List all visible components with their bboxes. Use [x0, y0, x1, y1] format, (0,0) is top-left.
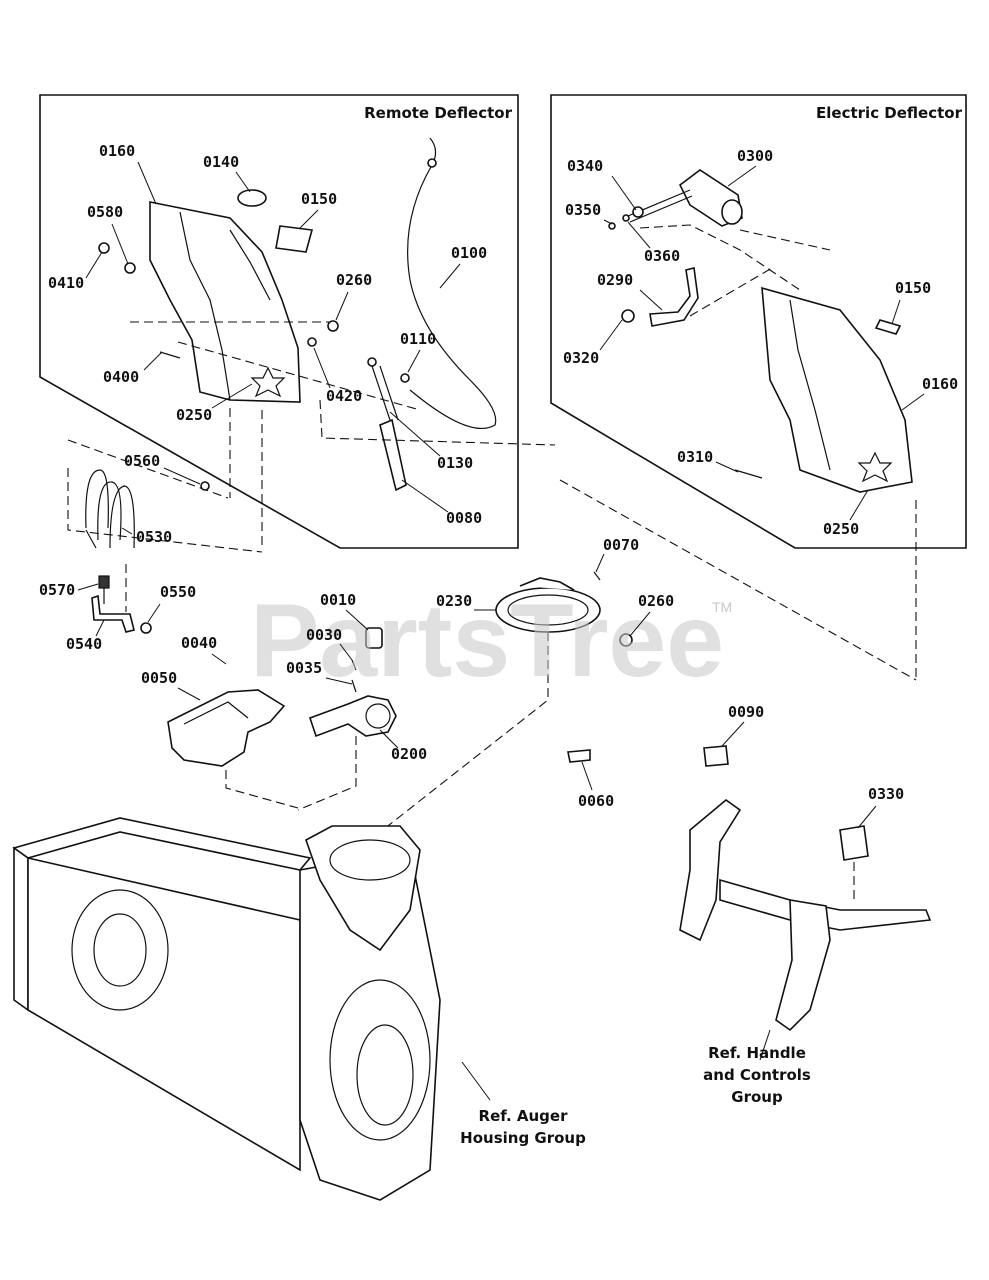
ref-handle-line2: and Controls: [703, 1066, 811, 1084]
label-0090[interactable]: 0090: [728, 703, 764, 721]
label-0320[interactable]: 0320: [563, 349, 599, 367]
label-0140[interactable]: 0140: [203, 153, 239, 171]
label-0560[interactable]: 0560: [124, 452, 160, 470]
auger-housing: [12, 817, 491, 1201]
spring-0530[interactable]: [85, 469, 135, 549]
ref-handle-line1: Ref. Handle: [708, 1044, 806, 1062]
bolt-0110[interactable]: [400, 373, 410, 383]
label-0550[interactable]: 0550: [160, 583, 196, 601]
nut-0320[interactable]: [621, 309, 635, 323]
label-0040[interactable]: 0040: [181, 634, 217, 652]
screw-0035[interactable]: [351, 679, 357, 693]
handle-0080[interactable]: [379, 418, 407, 492]
label-0260-remote[interactable]: 0260: [336, 271, 372, 289]
bolt-0570[interactable]: [98, 575, 110, 589]
chute-deflector-electric[interactable]: [761, 286, 913, 493]
bushing-0110[interactable]: [367, 357, 377, 367]
screw-0350[interactable]: [608, 222, 616, 230]
nut-0560[interactable]: [200, 481, 210, 491]
clip-0060[interactable]: [567, 749, 591, 763]
screw-0030[interactable]: [351, 659, 357, 671]
label-0420[interactable]: 0420: [326, 387, 362, 405]
label-0160-remote[interactable]: 0160: [99, 142, 135, 160]
part-labels: 0160 0140 0150 0580 0100 0410 0260 0110 …: [39, 142, 958, 810]
label-0150-remote[interactable]: 0150: [301, 190, 337, 208]
label-plate-0150b[interactable]: [874, 319, 902, 335]
bracket-0540[interactable]: [91, 594, 135, 633]
leader-lines: [77, 161, 925, 829]
label-0080[interactable]: 0080: [446, 509, 482, 527]
label-0530[interactable]: 0530: [136, 528, 172, 546]
remote-deflector-title: Remote Deflector: [364, 104, 513, 122]
clip-0140[interactable]: [237, 189, 267, 207]
label-0200[interactable]: 0200: [391, 745, 427, 763]
nut-0260-remote[interactable]: [327, 320, 339, 332]
watermark-tm: TM: [712, 599, 732, 615]
label-0410[interactable]: 0410: [48, 274, 84, 292]
label-0030[interactable]: 0030: [306, 626, 342, 644]
label-0310[interactable]: 0310: [677, 448, 713, 466]
label-0050[interactable]: 0050: [141, 669, 177, 687]
knob-0010[interactable]: [365, 627, 383, 649]
label-plate-0150[interactable]: [275, 225, 314, 253]
handle-controls: [679, 798, 932, 1061]
label-0110[interactable]: 0110: [400, 330, 436, 348]
label-0540[interactable]: 0540: [66, 635, 102, 653]
label-0250-electric[interactable]: 0250: [823, 520, 859, 538]
remote-deflector-box: Remote Deflector: [39, 94, 556, 549]
nut-0410[interactable]: [98, 242, 110, 254]
screw-0070[interactable]: [593, 571, 601, 581]
gear-motor-0200[interactable]: [308, 695, 397, 738]
label-0230[interactable]: 0230: [436, 592, 472, 610]
label-0290[interactable]: 0290: [597, 271, 633, 289]
label-0340[interactable]: 0340: [567, 157, 603, 175]
nut-0550[interactable]: [140, 622, 152, 634]
label-0150-electric[interactable]: 0150: [895, 279, 931, 297]
label-0160-electric[interactable]: 0160: [922, 375, 958, 393]
cable-0100[interactable]: [407, 137, 497, 429]
nut-0260-middle[interactable]: [619, 633, 633, 647]
washer-0360[interactable]: [622, 214, 630, 222]
label-0100[interactable]: 0100: [451, 244, 487, 262]
label-0130[interactable]: 0130: [437, 454, 473, 472]
ref-auger-line2: Housing Group: [460, 1129, 586, 1147]
watermark: PartsTree: [250, 583, 724, 699]
label-0070[interactable]: 0070: [603, 536, 639, 554]
knob-0090[interactable]: [703, 745, 729, 767]
electric-deflector-title: Electric Deflector: [816, 104, 963, 122]
star-decal-icon: [250, 366, 286, 398]
label-0350[interactable]: 0350: [565, 201, 601, 219]
label-0010[interactable]: 0010: [320, 591, 356, 609]
star-decal-icon-2: [857, 451, 893, 483]
bracket-0290[interactable]: [649, 267, 699, 327]
spacer-0420[interactable]: [307, 337, 317, 347]
label-0360[interactable]: 0360: [644, 247, 680, 265]
label-0580[interactable]: 0580: [87, 203, 123, 221]
washer-0580[interactable]: [124, 262, 136, 274]
label-0060[interactable]: 0060: [578, 792, 614, 810]
label-0570[interactable]: 0570: [39, 581, 75, 599]
label-0330[interactable]: 0330: [868, 785, 904, 803]
label-0300[interactable]: 0300: [737, 147, 773, 165]
reference-notes: Ref. Handle and Controls Group Ref. Auge…: [460, 1044, 811, 1147]
ref-handle-line3: Group: [731, 1088, 783, 1106]
label-0260-middle[interactable]: 0260: [638, 592, 674, 610]
electric-deflector-box: Electric Deflector: [550, 94, 967, 681]
knob-0330[interactable]: [839, 825, 869, 861]
screw-0310[interactable]: [734, 469, 763, 479]
chute-deflector-remote[interactable]: [149, 201, 301, 403]
chute-base: [305, 825, 421, 952]
chute-cover-0050[interactable]: [167, 689, 286, 767]
chute-ring-0230[interactable]: [495, 577, 601, 633]
label-0250-remote[interactable]: 0250: [176, 406, 212, 424]
label-0035[interactable]: 0035: [286, 659, 322, 677]
label-0400[interactable]: 0400: [103, 368, 139, 386]
ref-auger-line1: Ref. Auger: [479, 1107, 569, 1125]
